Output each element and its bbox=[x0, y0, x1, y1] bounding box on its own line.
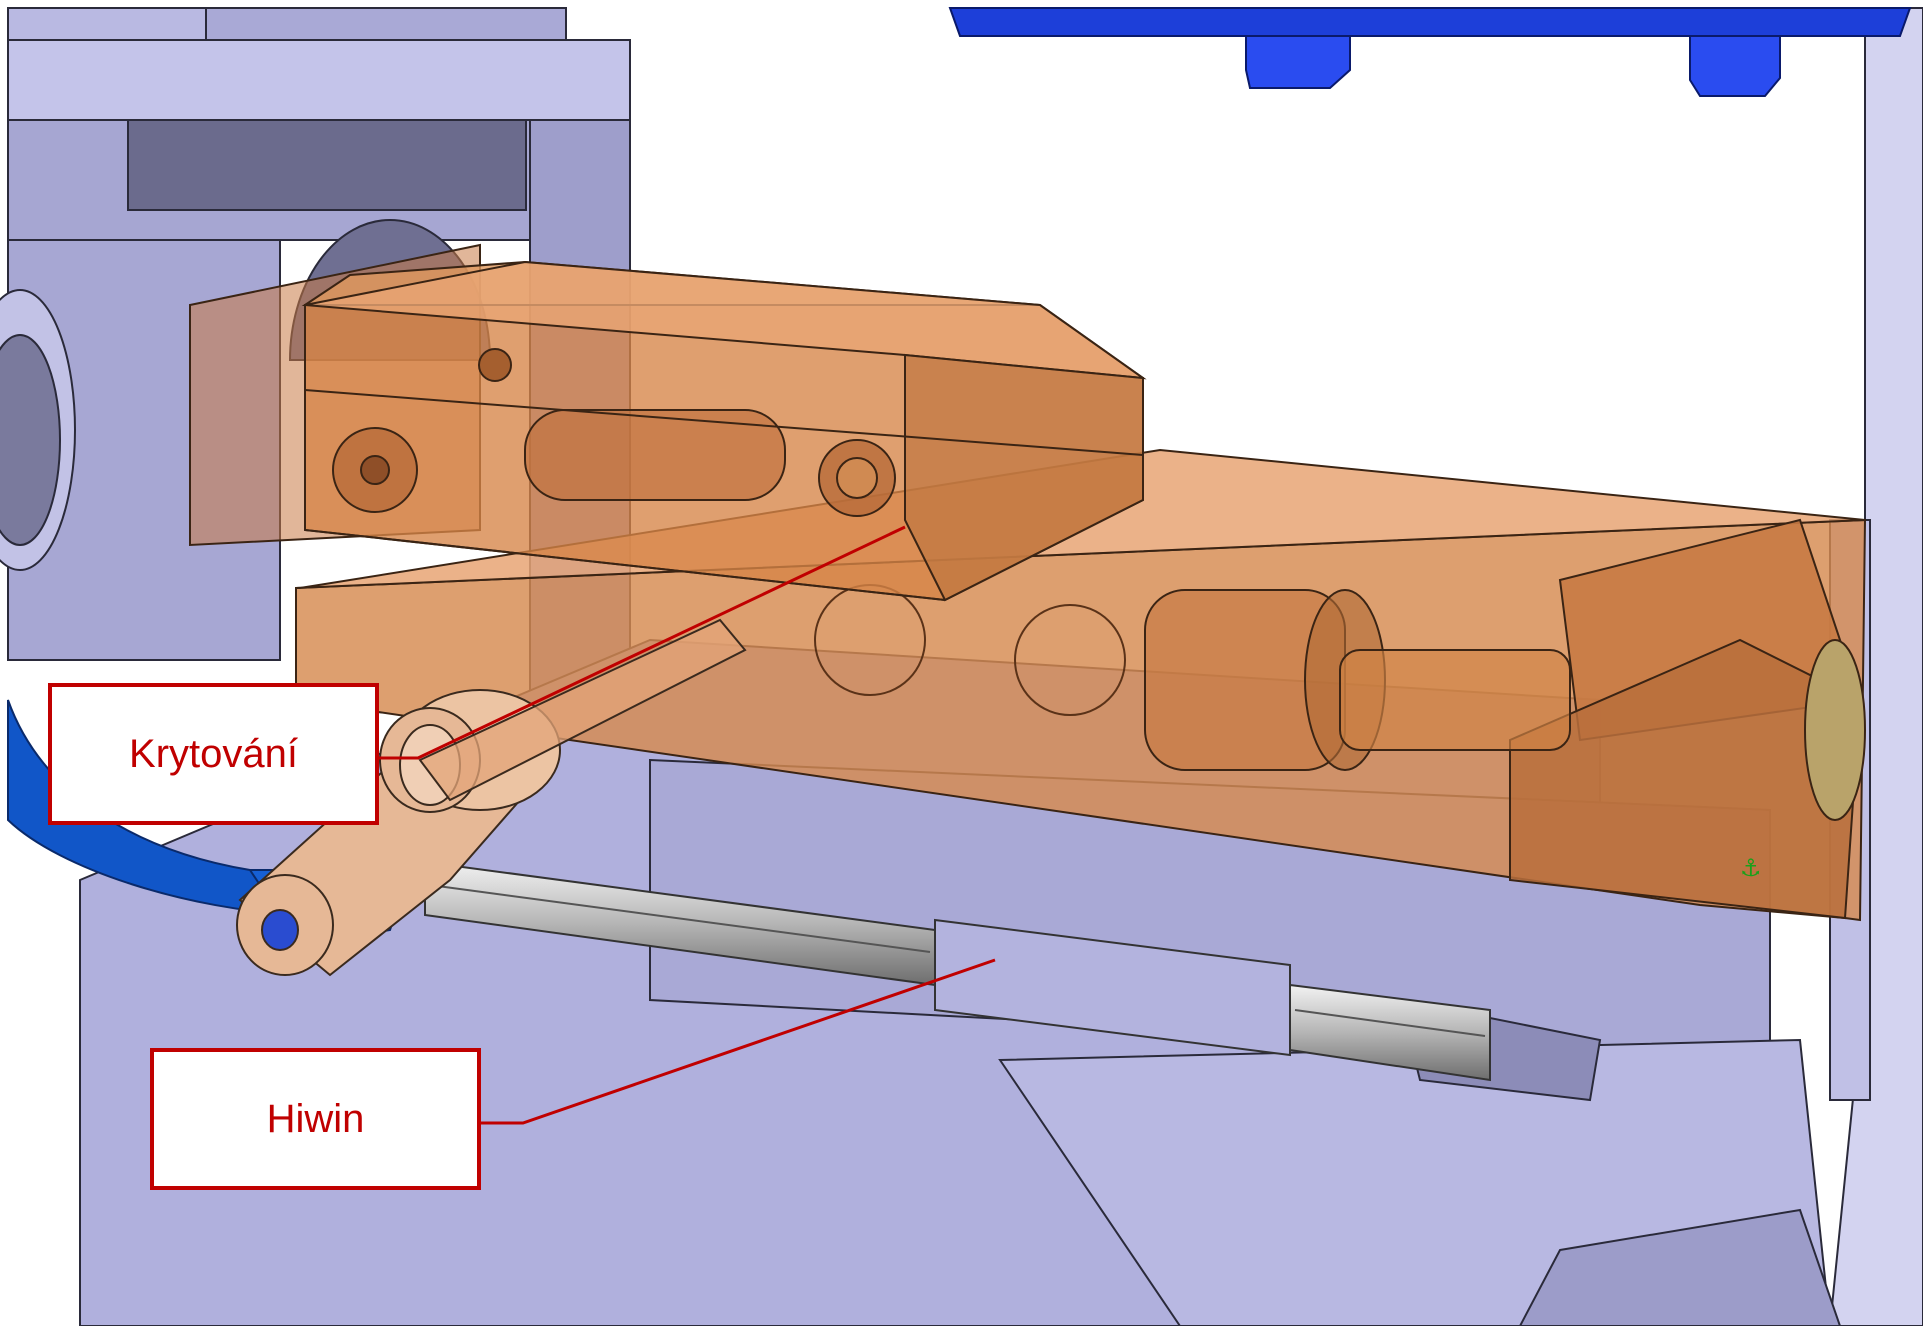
upper-translucent-cover bbox=[189, 243, 1147, 602]
hiwin-linear-rail bbox=[424, 860, 1491, 1082]
krytovani-label: Krytování bbox=[129, 731, 298, 776]
leader-lines bbox=[379, 525, 996, 1125]
hiwin-label: Hiwin bbox=[266, 1096, 365, 1141]
triad-marker-icon: ⚓ bbox=[1740, 854, 1762, 882]
hiwin-callout: Hiwin bbox=[150, 1048, 481, 1190]
krytovani-leader-line bbox=[379, 525, 906, 760]
svg-text:⚓: ⚓ bbox=[1740, 854, 1762, 882]
hiwin-leader-line bbox=[481, 958, 996, 1125]
blue-top-bracket bbox=[948, 7, 1912, 97]
lower-translucent-cover bbox=[295, 448, 1867, 922]
krytovani-callout: Krytování bbox=[48, 683, 379, 825]
tan-arm-lever bbox=[236, 618, 747, 977]
